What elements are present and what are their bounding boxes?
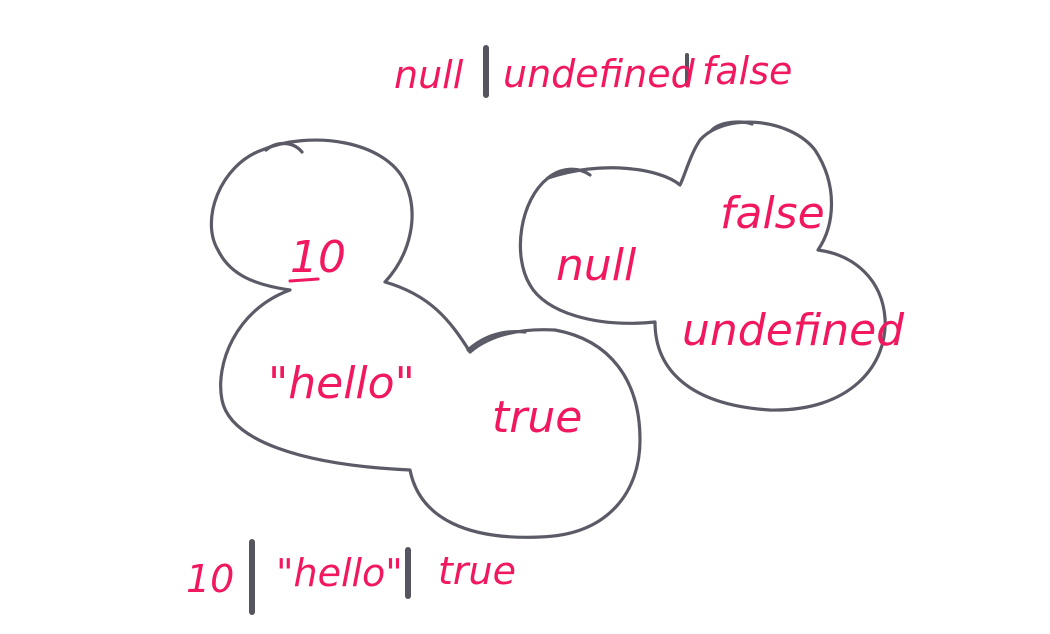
top-union-item-undefined: undefined [503, 52, 696, 96]
top-union-item-false: false [702, 49, 792, 93]
left-outline-highlight [264, 141, 304, 154]
bottom-union-item-10: 10 [186, 557, 234, 601]
right-outline-highlight-2 [710, 120, 754, 132]
left-value-set-outline [209, 138, 642, 539]
left-outline-highlight-2 [466, 329, 527, 352]
right-set-value-false: false [720, 188, 825, 239]
right-set-value-undefined: undefined [682, 305, 905, 356]
top-union-item-null: null [394, 53, 464, 97]
left-set-value-10: 10 [290, 232, 346, 283]
left-set-value-true: true [492, 392, 582, 443]
right-value-set-outline [518, 120, 887, 412]
right-set-value-null: null [556, 240, 637, 291]
left-set-value-10-underline [288, 277, 320, 283]
bottom-union-item-true: true [438, 549, 516, 593]
left-set-value-hello: "hello" [268, 358, 415, 409]
bottom-union-item-hello: "hello" [276, 551, 403, 595]
right-outline-highlight [546, 167, 592, 180]
